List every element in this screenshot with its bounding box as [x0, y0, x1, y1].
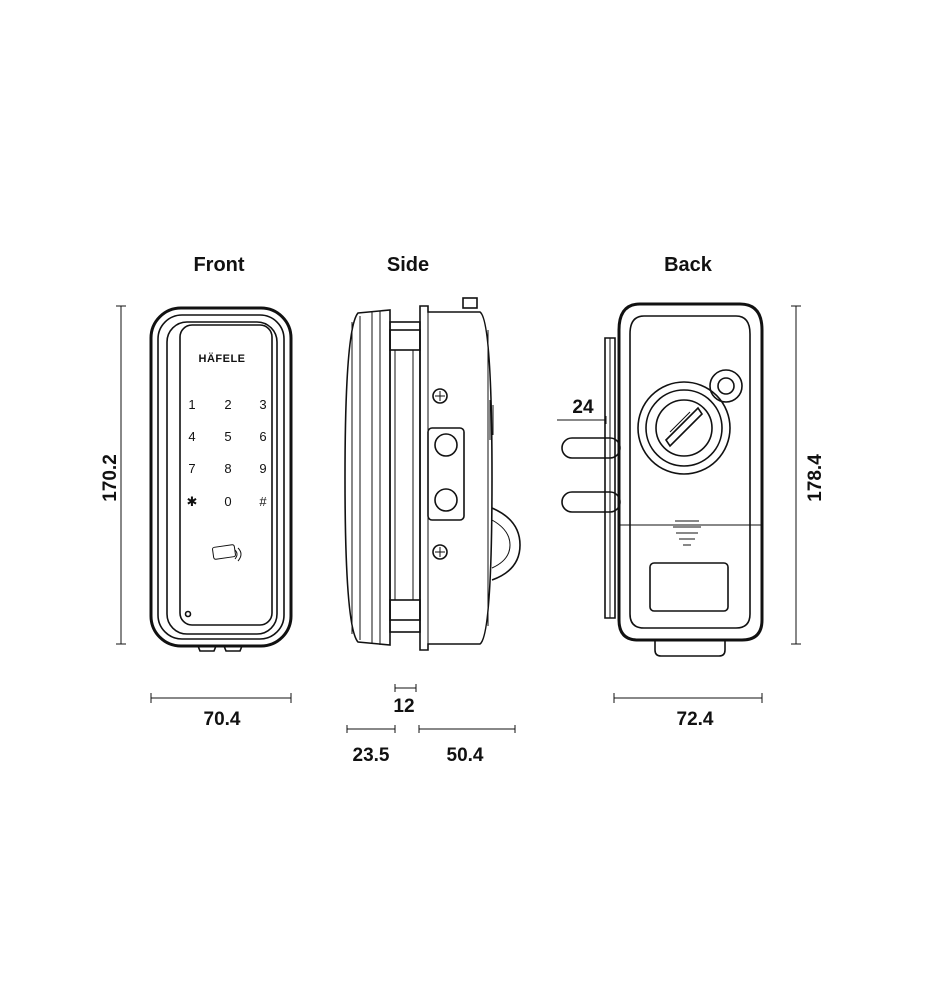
- rfid-card-icon: [212, 544, 242, 562]
- side-right-dimension-line: [418, 725, 516, 733]
- back-spindle-label: 24: [572, 397, 594, 418]
- back-view-title: Back: [664, 254, 713, 276]
- front-height-dimension-line: [116, 305, 126, 645]
- spindle-lower: [561, 491, 621, 513]
- back-height-dimension-line: [791, 305, 801, 645]
- vent-icon: [673, 520, 701, 546]
- back-width-label: 72.4: [677, 709, 714, 730]
- side-right-label: 50.4: [447, 745, 484, 766]
- keypad-key: 6: [259, 429, 266, 444]
- keypad-key: 3: [259, 397, 266, 412]
- label-window: [649, 562, 729, 612]
- front-view-title: Front: [193, 254, 244, 276]
- keypad-key: 1: [188, 397, 195, 412]
- keypad-key: 7: [188, 461, 195, 476]
- keypad-key: #: [259, 494, 267, 509]
- keypad-key: 9: [259, 461, 266, 476]
- side-view-drawing: [344, 297, 521, 651]
- front-width-label: 70.4: [204, 709, 241, 730]
- back-height-label: 178.4: [805, 454, 826, 502]
- screw-icon: [432, 544, 448, 560]
- keypad-key: 5: [224, 429, 231, 444]
- front-height-label: 170.2: [100, 454, 121, 502]
- front-width-dimension-line: [150, 693, 292, 703]
- back-view-drawing: [561, 302, 764, 657]
- side-gap-label: 12: [393, 696, 414, 717]
- front-view-drawing: [149, 306, 293, 652]
- back-spindle-dimension-line: [557, 416, 607, 424]
- keypad-key: 0: [224, 494, 231, 509]
- side-left-label: 23.5: [353, 745, 390, 766]
- side-view-title: Side: [387, 254, 429, 276]
- brand-logo-text: HÄFELE: [199, 352, 246, 365]
- keypad-key: ✱: [187, 494, 198, 509]
- side-left-dimension-line: [346, 725, 396, 733]
- keypad-key: 4: [188, 429, 195, 444]
- keypad: 1 2 3 4 5 6 7 8 9 ✱ 0 #: [187, 397, 268, 509]
- spindle-upper: [561, 437, 621, 459]
- screw-icon: [432, 388, 448, 404]
- side-gap-dimension-line: [394, 684, 417, 692]
- back-width-dimension-line: [613, 693, 763, 703]
- indicator-led-icon: [184, 610, 192, 618]
- keypad-key: 8: [224, 461, 231, 476]
- keypad-key: 2: [224, 397, 231, 412]
